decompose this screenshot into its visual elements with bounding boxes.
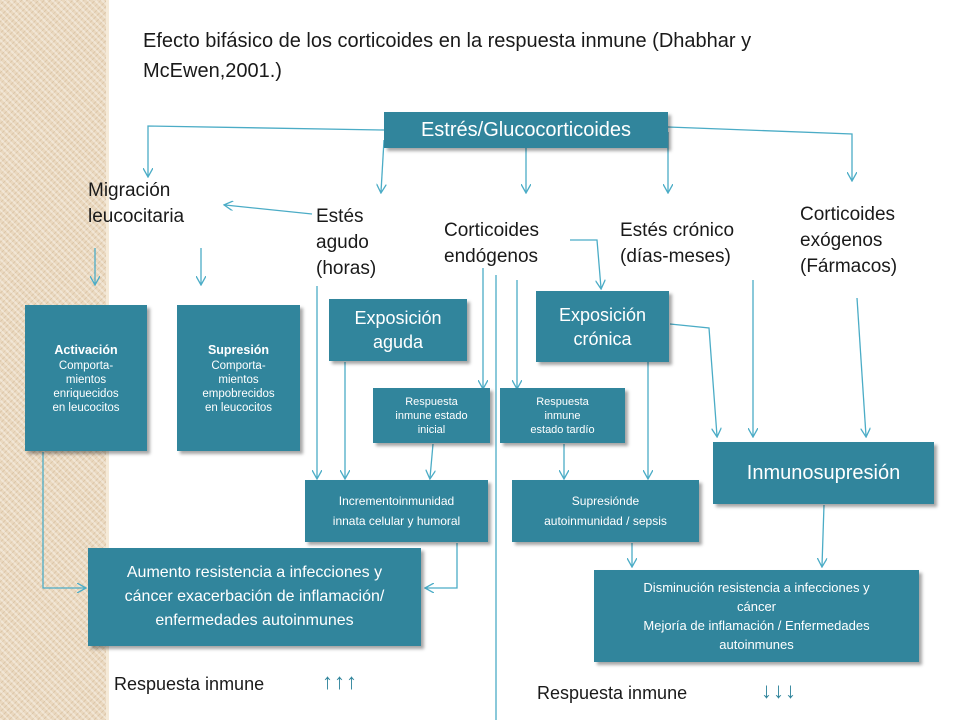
- activacion-line: en leucocitos: [52, 401, 120, 414]
- respuesta-tardio-line: Respuesta: [536, 395, 589, 408]
- activacion-box: Activación Comporta- mientos enriquecido…: [25, 305, 147, 451]
- exogenos-line: (Fármacos): [800, 256, 898, 277]
- respuesta-tardio-line: inmune: [544, 409, 581, 422]
- supresion-sepsis-line: autoinmunidad / sepsis: [544, 514, 667, 528]
- agudo-line: (horas): [316, 258, 377, 279]
- migracion-label: Migración leucocitaria: [88, 178, 184, 230]
- exposicion-aguda-line: aguda: [372, 332, 424, 352]
- aumento-line: Aumento resistencia a infecciones y: [126, 564, 383, 581]
- stress-glucocorticoids-label: Estrés/Glucocorticoides: [420, 118, 632, 141]
- arrow-to-agudo: [381, 139, 384, 192]
- cronico-line: (días-meses): [620, 246, 731, 267]
- disminucion-resistencia-box: Disminución resistencia a infecciones y …: [594, 570, 919, 662]
- cronico-line: Estés crónico: [620, 220, 735, 241]
- inmunosupresion-label: Inmunosupresión: [746, 461, 901, 484]
- activacion-heading: Activación: [54, 342, 118, 357]
- respuesta-inmune-right: Respuesta inmune: [537, 683, 688, 703]
- supresion-line: mientos: [218, 373, 259, 386]
- arrow-to-migracion: [148, 125, 385, 176]
- arrow-activacion-to-aumento: [42, 452, 85, 588]
- incremento-line: innata celular y humoral: [332, 514, 461, 528]
- arrows-down-indicator: ↓↓↓: [761, 678, 797, 703]
- disminucion-line: cáncer: [736, 599, 777, 614]
- aumento-line: cáncer exacerbación de inflamación/: [124, 588, 385, 605]
- arrow-to-exogenos: [667, 126, 852, 180]
- activacion-line: mientos: [65, 373, 107, 386]
- supresion-sepsis-line: Supresiónde: [571, 494, 640, 508]
- arrow-agudo-to-migracion: [225, 205, 313, 215]
- exposicion-cronica-line: crónica: [573, 328, 632, 349]
- endogenos-line: endógenos: [444, 246, 539, 267]
- respuesta-inicial-line: Respuesta: [405, 395, 458, 408]
- migracion-line: leucocitaria: [88, 206, 185, 227]
- arrows-up-indicator: ↑↑↑: [322, 669, 358, 694]
- stress-glucocorticoids-box: Estrés/Glucocorticoides: [384, 112, 668, 148]
- endogenos-label: Corticoides endógenos: [444, 218, 539, 270]
- agudo-line: Estés: [316, 206, 364, 227]
- exogenos-label: Corticoides exógenos (Fármacos): [800, 202, 897, 280]
- agudo-label: Estés agudo (horas): [316, 204, 376, 282]
- aumento-line: enfermedades autoinmunes: [155, 612, 354, 629]
- arrow-inmunosupresion-to-disminucion: [822, 504, 824, 566]
- respuesta-inicial-line: inicial: [417, 423, 446, 436]
- inmunosupresion-box: Inmunosupresión: [713, 442, 934, 504]
- supresion-line: empobrecidos: [202, 387, 275, 400]
- exogenos-line: exógenos: [800, 230, 883, 251]
- arrow-incremento-to-aumento: [426, 543, 458, 588]
- line-cronica-to-inmunosupresion: [669, 323, 717, 436]
- supresion-line: en leucocitos: [204, 401, 273, 414]
- agudo-line: agudo: [316, 232, 369, 253]
- disminucion-line: Disminución resistencia a infecciones y: [643, 580, 870, 595]
- supresion-line: Comporta-: [211, 359, 266, 372]
- migracion-line: Migración: [88, 180, 171, 201]
- activacion-line: Comporta-: [58, 359, 114, 372]
- activacion-line: enriquecidos: [53, 387, 119, 400]
- respuesta-inicial-line: inmune estado: [395, 409, 468, 422]
- exposicion-aguda-box: Exposición aguda: [329, 299, 467, 361]
- arrow-inicial-to-incremento: [430, 443, 433, 478]
- respuesta-inicial-box: Respuesta inmune estado inicial: [373, 388, 490, 443]
- respuesta-tardio-box: Respuesta inmune estado tardío: [500, 388, 625, 443]
- disminucion-line: Mejoría de inflamación / Enfermedades: [643, 618, 870, 633]
- supresion-box: Supresión Comporta- mientos empobrecidos…: [177, 305, 300, 451]
- respuesta-tardio-line: estado tardío: [530, 423, 595, 436]
- incremento-line: Incrementoinmunidad: [338, 494, 455, 508]
- cronico-label: Estés crónico (días-meses): [620, 218, 734, 270]
- slide-title: Efecto bifásico de los corticoides en la…: [143, 30, 752, 82]
- incremento-inmunidad-box: Incrementoinmunidad innata celular y hum…: [305, 480, 488, 542]
- exposicion-cronica-box: Exposición crónica: [536, 291, 669, 362]
- exposicion-cronica-line: Exposición: [558, 304, 647, 325]
- aumento-resistencia-box: Aumento resistencia a infecciones y cánc…: [88, 548, 421, 646]
- supresion-sepsis-box: Supresiónde autoinmunidad / sepsis: [512, 480, 699, 542]
- endogenos-line: Corticoides: [444, 220, 540, 241]
- exogenos-line: Corticoides: [800, 204, 896, 225]
- disminucion-line: autoinmunes: [719, 637, 794, 652]
- supresion-heading: Supresión: [207, 342, 270, 357]
- line-exogenos-down: [856, 297, 866, 436]
- exposicion-aguda-line: Exposición: [354, 308, 442, 328]
- respuesta-inmune-left: Respuesta inmune: [114, 674, 265, 694]
- arrow-endogenos-to-cronica: [570, 239, 601, 288]
